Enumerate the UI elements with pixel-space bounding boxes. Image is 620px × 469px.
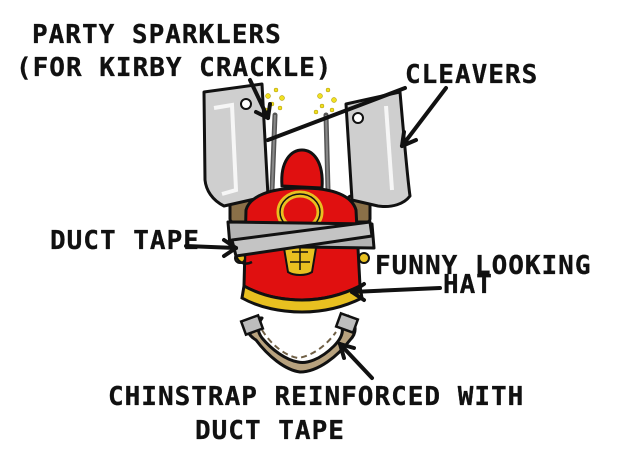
arrow-chinstrap [338,342,374,380]
arrow-cleavers [400,86,448,148]
label-sparklers-line2: (FOR KIRBY CRACKLE) [16,53,333,83]
label-sparklers-line1: PARTY SPARKLERS [32,20,282,50]
arrow-hat [350,282,442,302]
arrow-duct-tape [184,238,238,258]
arrow-sparklers-right [266,86,407,142]
sparklers [263,87,337,193]
label-chinstrap-line2: DUCT TAPE [195,416,345,446]
duct-tape-band [226,220,376,265]
label-cleavers: CLEAVERS [405,60,539,90]
chinstrap [239,311,360,374]
right-cleaver [344,90,412,224]
label-duct-tape: DUCT TAPE [50,226,200,256]
label-hat-line2: HAT [443,270,493,300]
arrow-sparklers [248,78,272,120]
label-hat-line1: FUNNY LOOKING [375,251,592,281]
label-chinstrap-line1: CHINSTRAP REINFORCED WITH [108,382,525,412]
arrows [184,78,448,380]
